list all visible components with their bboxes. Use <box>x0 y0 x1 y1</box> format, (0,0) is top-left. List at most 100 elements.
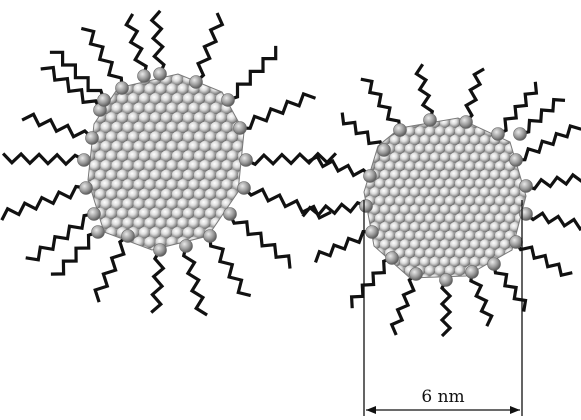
ligand-head <box>394 124 407 137</box>
atom <box>430 135 440 145</box>
ligand-head <box>224 208 237 221</box>
atom <box>500 222 510 232</box>
atom <box>455 213 465 223</box>
atom <box>100 122 111 133</box>
atom <box>395 178 405 188</box>
ligand-head <box>78 154 91 167</box>
atom <box>205 131 216 142</box>
atom <box>495 178 505 188</box>
atom <box>410 222 420 232</box>
atom <box>435 178 445 188</box>
atom <box>106 208 117 219</box>
atom <box>216 189 227 200</box>
atom <box>435 196 445 206</box>
atom <box>216 170 227 181</box>
atom <box>188 160 199 171</box>
atom <box>100 237 111 248</box>
ligand-chain <box>352 258 392 308</box>
atom <box>435 126 445 136</box>
atom <box>515 265 525 275</box>
atom <box>450 222 460 232</box>
atom <box>161 170 172 181</box>
atom <box>89 160 100 171</box>
atom <box>390 239 400 249</box>
atom <box>221 237 232 248</box>
atom <box>221 64 232 75</box>
atom <box>95 189 106 200</box>
atom <box>227 170 238 181</box>
ligand-head <box>180 240 193 253</box>
atom <box>238 246 249 257</box>
atom <box>390 274 400 284</box>
atom <box>445 213 455 223</box>
atom <box>144 217 155 228</box>
atom <box>415 178 425 188</box>
atom <box>199 103 210 114</box>
atom <box>440 170 450 180</box>
atom <box>395 265 405 275</box>
atom <box>360 274 370 284</box>
atom <box>216 131 227 142</box>
atom <box>420 239 430 249</box>
atom <box>405 231 415 241</box>
atom <box>475 248 485 258</box>
atom <box>144 122 155 133</box>
atom <box>199 217 210 228</box>
atom <box>420 205 430 215</box>
atom <box>194 93 205 104</box>
ligand-head <box>86 132 99 145</box>
atom <box>480 135 490 145</box>
ligand-chain <box>41 68 100 111</box>
atom <box>227 150 238 161</box>
ligand-head <box>88 208 101 221</box>
atom <box>470 205 480 215</box>
ligand-head <box>488 258 501 271</box>
atom <box>440 239 450 249</box>
atom <box>365 144 375 154</box>
atom <box>243 237 254 248</box>
atom <box>385 161 395 171</box>
atom <box>139 246 150 257</box>
atom <box>490 187 500 197</box>
atom <box>490 170 500 180</box>
atom <box>430 187 440 197</box>
atom <box>455 265 465 275</box>
atom <box>166 83 177 94</box>
atom <box>133 141 144 152</box>
atom <box>410 239 420 249</box>
atom <box>430 152 440 162</box>
atom <box>440 257 450 267</box>
atom <box>128 170 139 181</box>
atom <box>150 131 161 142</box>
atom <box>183 150 194 161</box>
atom <box>495 196 505 206</box>
atom <box>106 150 117 161</box>
atom <box>455 248 465 258</box>
atom <box>460 187 470 197</box>
atom <box>505 178 515 188</box>
atom <box>485 178 495 188</box>
atom <box>370 118 380 128</box>
atom <box>183 112 194 123</box>
atom <box>166 160 177 171</box>
scale-bar-right-arrow <box>510 406 520 414</box>
ligand-chain <box>342 113 384 150</box>
atom <box>485 248 495 258</box>
atom <box>410 152 420 162</box>
atom <box>172 150 183 161</box>
atom <box>405 161 415 171</box>
atom <box>78 198 89 209</box>
atom <box>150 208 161 219</box>
atom <box>199 198 210 209</box>
atom <box>106 189 117 200</box>
atom <box>405 196 415 206</box>
atom <box>440 205 450 215</box>
atom <box>139 189 150 200</box>
ligand-head <box>514 128 527 141</box>
atom <box>139 227 150 238</box>
atom <box>450 170 460 180</box>
atom <box>122 103 133 114</box>
ligand-head <box>234 122 247 135</box>
atom <box>395 231 405 241</box>
ligand-chain <box>240 94 316 128</box>
